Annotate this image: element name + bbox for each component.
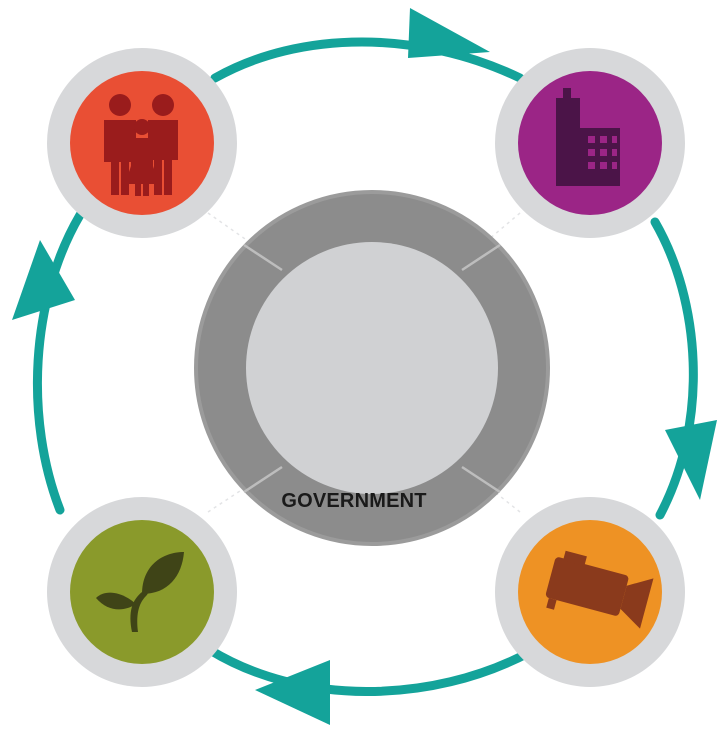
cycle-arc-right [650, 217, 698, 520]
cycle-arc-bottom [205, 645, 535, 696]
arrowhead-left [12, 240, 75, 320]
office-building-icon [556, 88, 620, 186]
center-inner-disc [246, 242, 498, 494]
arrowhead-top [408, 8, 490, 58]
node-industry [495, 497, 685, 687]
node-business [495, 48, 685, 238]
cycle-arrowheads [12, 8, 717, 725]
cycle-arc-left [32, 210, 85, 515]
video-camera-icon [545, 550, 654, 629]
center-label: GOVERNMENT [281, 490, 427, 512]
arrowhead-right [665, 420, 717, 500]
node-environment [47, 497, 237, 687]
plant-leaves-icon [96, 552, 184, 632]
arrowhead-bottom [255, 660, 330, 725]
cycle-arrows [32, 37, 698, 696]
center-hub [194, 190, 550, 546]
node-community [47, 48, 237, 238]
center-ring-sheen [194, 190, 550, 546]
family-icon [104, 94, 178, 196]
cycle-arc-top [210, 37, 525, 83]
